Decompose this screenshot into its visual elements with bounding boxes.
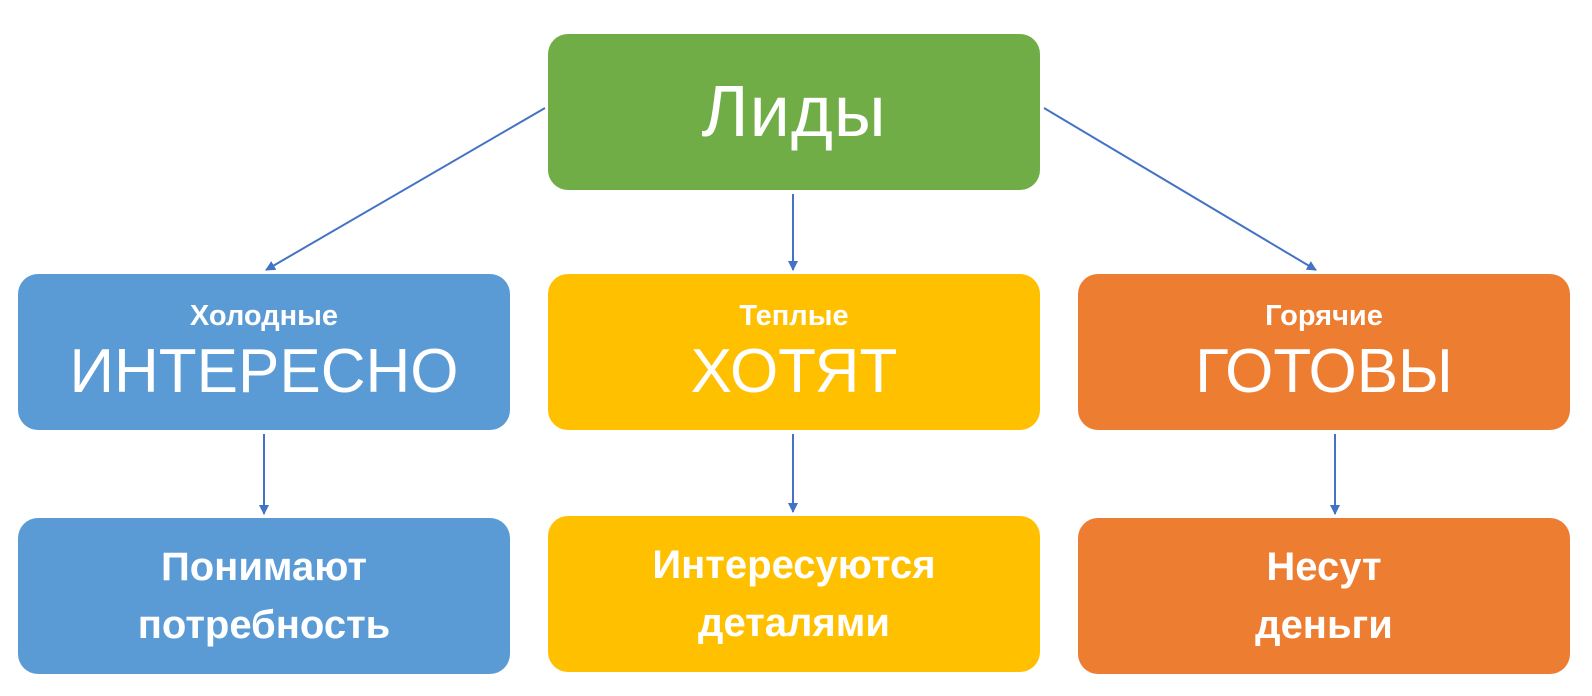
detail-text-cold: Понимают потребность	[137, 545, 391, 647]
root-node-title: Лиды	[701, 72, 887, 152]
category-label-warm: Теплые	[739, 300, 849, 333]
detail-text-warm: Интересуются деталями	[652, 543, 936, 645]
detail-node-warm: Интересуются деталями	[548, 516, 1040, 672]
category-headline-warm: ХОТЯТ	[690, 336, 898, 406]
category-headline-hot: ГОТОВЫ	[1195, 336, 1453, 406]
category-headline-cold: ИНТЕРЕСНО	[69, 336, 459, 406]
category-node-hot: Горячие ГОТОВЫ	[1078, 274, 1570, 430]
arrow-root-to-hot	[1043, 107, 1317, 271]
detail-node-hot: Несут деньги	[1078, 518, 1570, 674]
category-label-hot: Горячие	[1265, 300, 1383, 333]
category-label-cold: Холодные	[189, 300, 339, 333]
arrow-root-to-cold	[265, 107, 546, 271]
root-node-leads: Лиды	[548, 34, 1040, 190]
detail-node-cold: Понимают потребность	[18, 518, 510, 674]
detail-text-hot: Несут деньги	[1255, 545, 1393, 647]
category-node-cold: Холодные ИНТЕРЕСНО	[18, 274, 510, 430]
category-node-warm: Теплые ХОТЯТ	[548, 274, 1040, 430]
